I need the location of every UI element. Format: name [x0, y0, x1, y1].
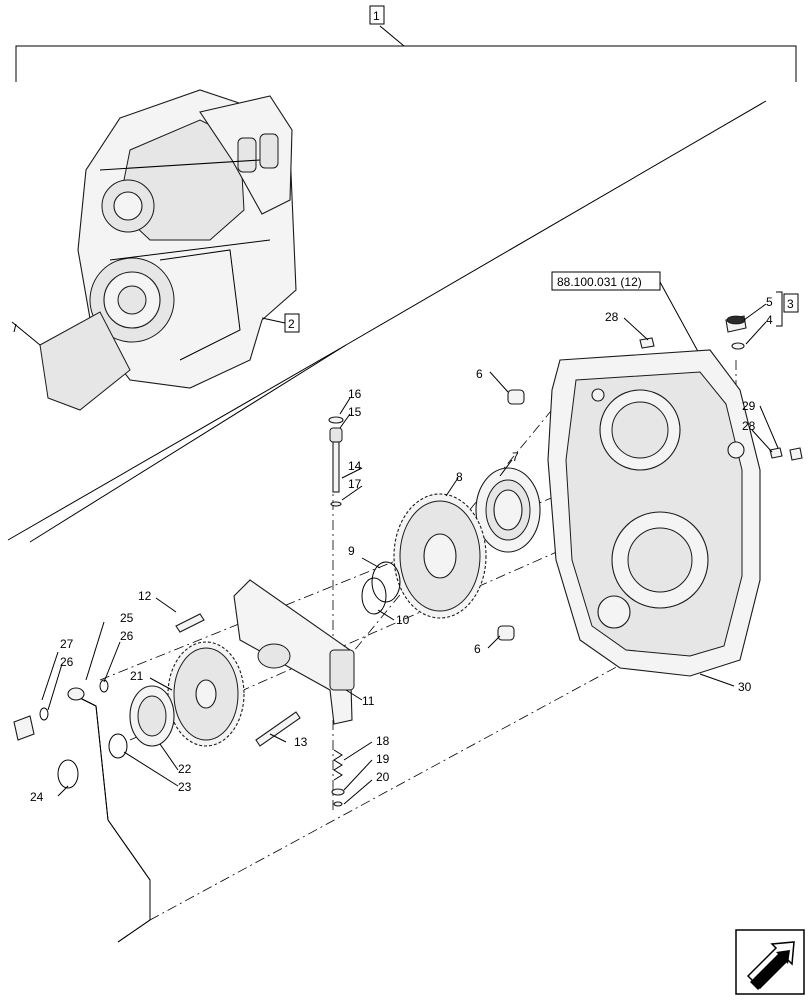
callout-box-3: [783, 293, 799, 313]
bushing-lower: [497, 625, 515, 641]
shift-lever-11: [233, 579, 355, 725]
callout-9: 9: [348, 544, 355, 558]
transmission-overview-image: [11, 89, 297, 411]
callout-26a: 26: [120, 629, 134, 643]
callout-17: 17: [348, 477, 362, 491]
callout-26b: 26: [60, 655, 74, 669]
callout-3: 3: [787, 297, 794, 311]
callout-8: 8: [456, 470, 463, 484]
callout-19: 19: [376, 752, 390, 766]
oil-tube-25: [67, 687, 151, 943]
valve-assembly-upper: [328, 416, 344, 507]
callout-27: 27: [60, 637, 74, 651]
callout-18: 18: [376, 734, 390, 748]
callout-11: 11: [362, 694, 375, 708]
callout-1: 1: [373, 9, 380, 23]
bushing-upper: [507, 389, 525, 405]
gear-8: [393, 493, 487, 619]
seal-26-right: [99, 679, 109, 693]
callout-12: 12: [138, 589, 152, 603]
gearbox-housing: [547, 349, 761, 677]
spring-assembly: [331, 749, 345, 807]
callout-numbers: 5 4 28 6 29 28 7 8 9 10 16 15 14 17 12 2…: [30, 295, 773, 804]
callout-15: 15: [348, 405, 362, 419]
bearing-22: [129, 685, 175, 747]
callout-box-1: [369, 5, 385, 25]
assembly-ref-box: [551, 271, 661, 291]
arrow-icon[interactable]: [735, 929, 805, 995]
callout-16: 16: [348, 387, 362, 401]
callout-28b: 28: [742, 419, 756, 433]
snap-ring-24: [57, 759, 79, 789]
plug-and-seal: [725, 315, 747, 350]
callout-22: 22: [178, 762, 192, 776]
assembly-bracket: 1: [15, 5, 797, 82]
leader-lines: [41, 303, 779, 805]
snap-ring-9: [371, 561, 401, 603]
callout-2: 2: [288, 317, 295, 331]
bearing-7: [475, 467, 541, 553]
callout-29: 29: [742, 399, 756, 413]
callout-5: 5: [766, 295, 773, 309]
callout-13: 13: [294, 735, 308, 749]
callout-14: 14: [348, 459, 362, 473]
callout-6b: 6: [474, 642, 481, 656]
seal-26-left: [39, 707, 49, 721]
snap-ring-10: [361, 577, 387, 615]
callout-10: 10: [396, 613, 410, 627]
bolt-13: [255, 711, 301, 747]
callout-30: 30: [738, 680, 752, 694]
callout-21: 21: [130, 669, 144, 683]
assembly-ref: 88.100.031 (12): [557, 275, 642, 289]
plug-27: [13, 715, 35, 741]
callout-23: 23: [178, 780, 192, 794]
callout-7: 7: [512, 450, 519, 464]
callout-28a: 28: [605, 310, 619, 324]
callout-4: 4: [766, 313, 773, 327]
snap-ring-23: [108, 733, 128, 759]
bolt-12: [175, 613, 205, 633]
callout-24: 24: [30, 790, 44, 804]
callout-20: 20: [376, 770, 390, 784]
gear-21: [167, 641, 245, 747]
callout-6a: 6: [476, 367, 483, 381]
separator-line-lower: [29, 344, 347, 543]
dowel-pins: [639, 337, 803, 461]
callout-25: 25: [120, 611, 134, 625]
